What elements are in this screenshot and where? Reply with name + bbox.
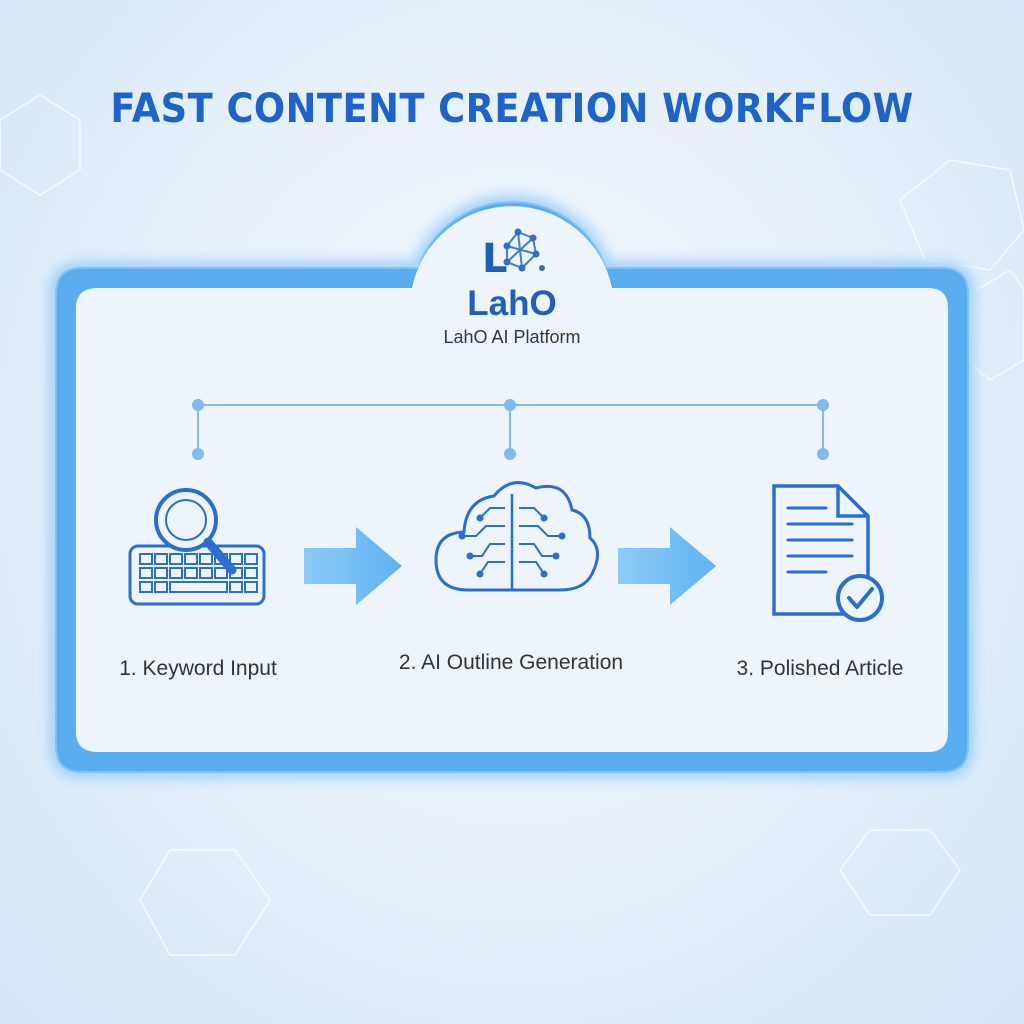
- brand-name: LahO: [467, 284, 557, 323]
- step-1-label: 1. Keyword Input: [119, 657, 277, 680]
- step-2-label: 2. AI Outline Generation: [398, 651, 624, 674]
- laho-logo-icon: L: [482, 228, 545, 282]
- arrow-icon: [304, 527, 402, 605]
- page-title: FAST CONTENT CREATION WORKFLOW: [110, 86, 914, 132]
- keyboard-search-icon: [128, 488, 266, 606]
- step-3-label: 3. Polished Article: [736, 657, 904, 680]
- step-connectors: [192, 399, 829, 460]
- arrow-icon: [618, 527, 716, 605]
- logo-letter: L: [482, 236, 508, 282]
- brand-subtitle: LahO AI Platform: [443, 327, 581, 347]
- document-check-icon: [772, 484, 884, 622]
- workflow-frame: [49, 195, 975, 779]
- ai-cloud-brain-icon: [434, 481, 599, 592]
